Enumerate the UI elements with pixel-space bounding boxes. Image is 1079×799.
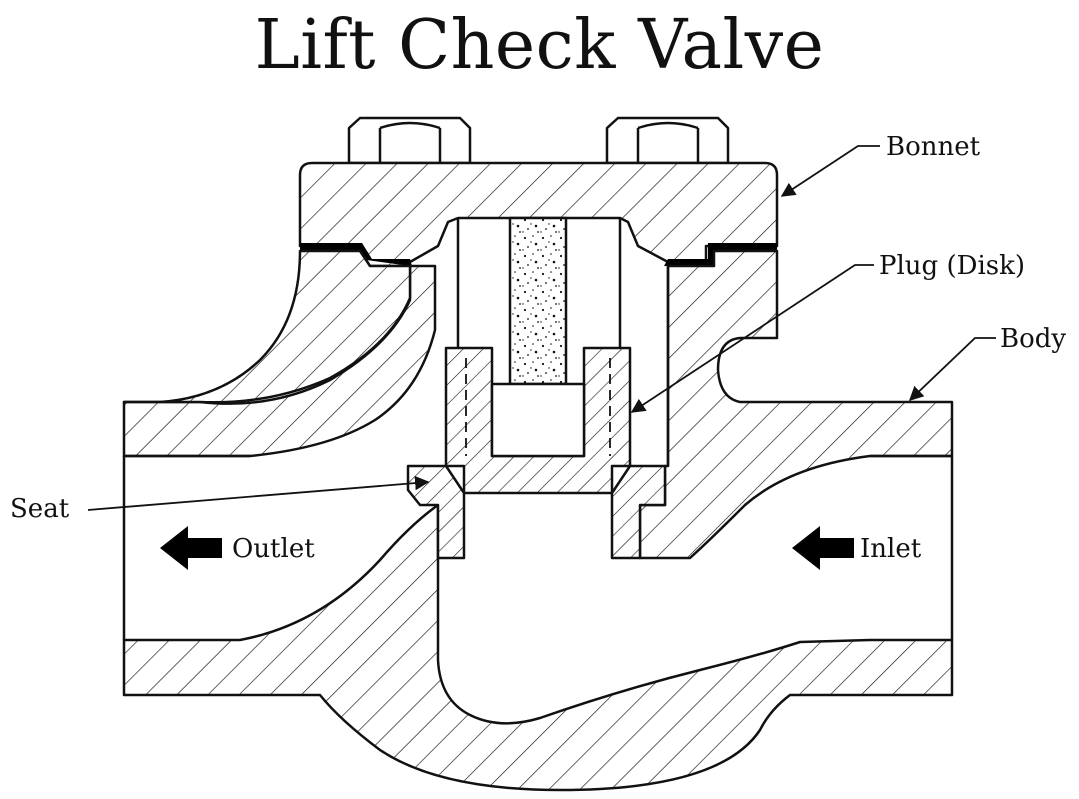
body-upper-right	[638, 249, 954, 560]
gasket-left	[300, 243, 412, 266]
label-bonnet: Bonnet	[886, 132, 981, 162]
seat-right	[610, 464, 667, 560]
label-outlet: Outlet	[232, 534, 315, 564]
gasket-right	[664, 243, 777, 266]
leader-seat	[87, 475, 430, 511]
label-seat: Seat	[10, 494, 70, 524]
bolt-right	[605, 116, 730, 165]
diagram-title: Lift Check Valve	[254, 6, 825, 85]
leader-bonnet	[780, 145, 880, 197]
label-body: Body	[1000, 324, 1066, 354]
bolt-left	[347, 116, 472, 165]
inlet-arrow-icon	[792, 526, 854, 570]
bonnet	[298, 161, 779, 264]
body-lower	[122, 503, 954, 792]
leader-plug	[630, 264, 874, 413]
leader-body	[908, 337, 996, 401]
outlet-arrow-icon	[160, 526, 222, 570]
label-inlet: Inlet	[860, 534, 922, 564]
disk-spring	[508, 216, 568, 386]
label-plug: Plug (Disk)	[879, 251, 1025, 281]
